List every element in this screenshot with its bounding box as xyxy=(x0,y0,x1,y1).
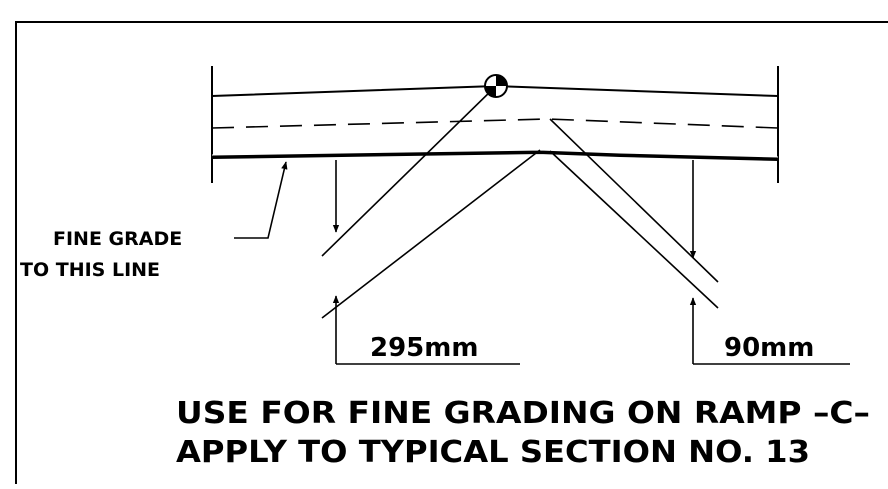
control-point-icon xyxy=(484,74,508,98)
fine-grade-label-line2: TO THIS LINE xyxy=(20,259,160,281)
diagonal-right-lower xyxy=(549,150,719,309)
note-line-2: APPLY TO TYPICAL SECTION NO. 13 xyxy=(176,435,810,470)
dimension-90mm: 90mm xyxy=(724,333,814,363)
diagonal-left-lower xyxy=(321,149,541,319)
note-line-1: USE FOR FINE GRADING ON RAMP –C– xyxy=(176,396,870,431)
fine-grade-line xyxy=(211,149,779,161)
pavement-dashed-layer-line xyxy=(211,118,779,129)
dimension-295mm: 295mm xyxy=(370,333,478,363)
fine-grade-leader xyxy=(234,161,288,239)
fine-grade-line-inner xyxy=(211,149,779,158)
fine-grade-label-line1: FINE GRADE xyxy=(53,228,182,250)
diagonal-left-upper xyxy=(321,85,497,257)
pavement-top-line xyxy=(211,84,779,97)
sheet-border xyxy=(15,21,888,489)
